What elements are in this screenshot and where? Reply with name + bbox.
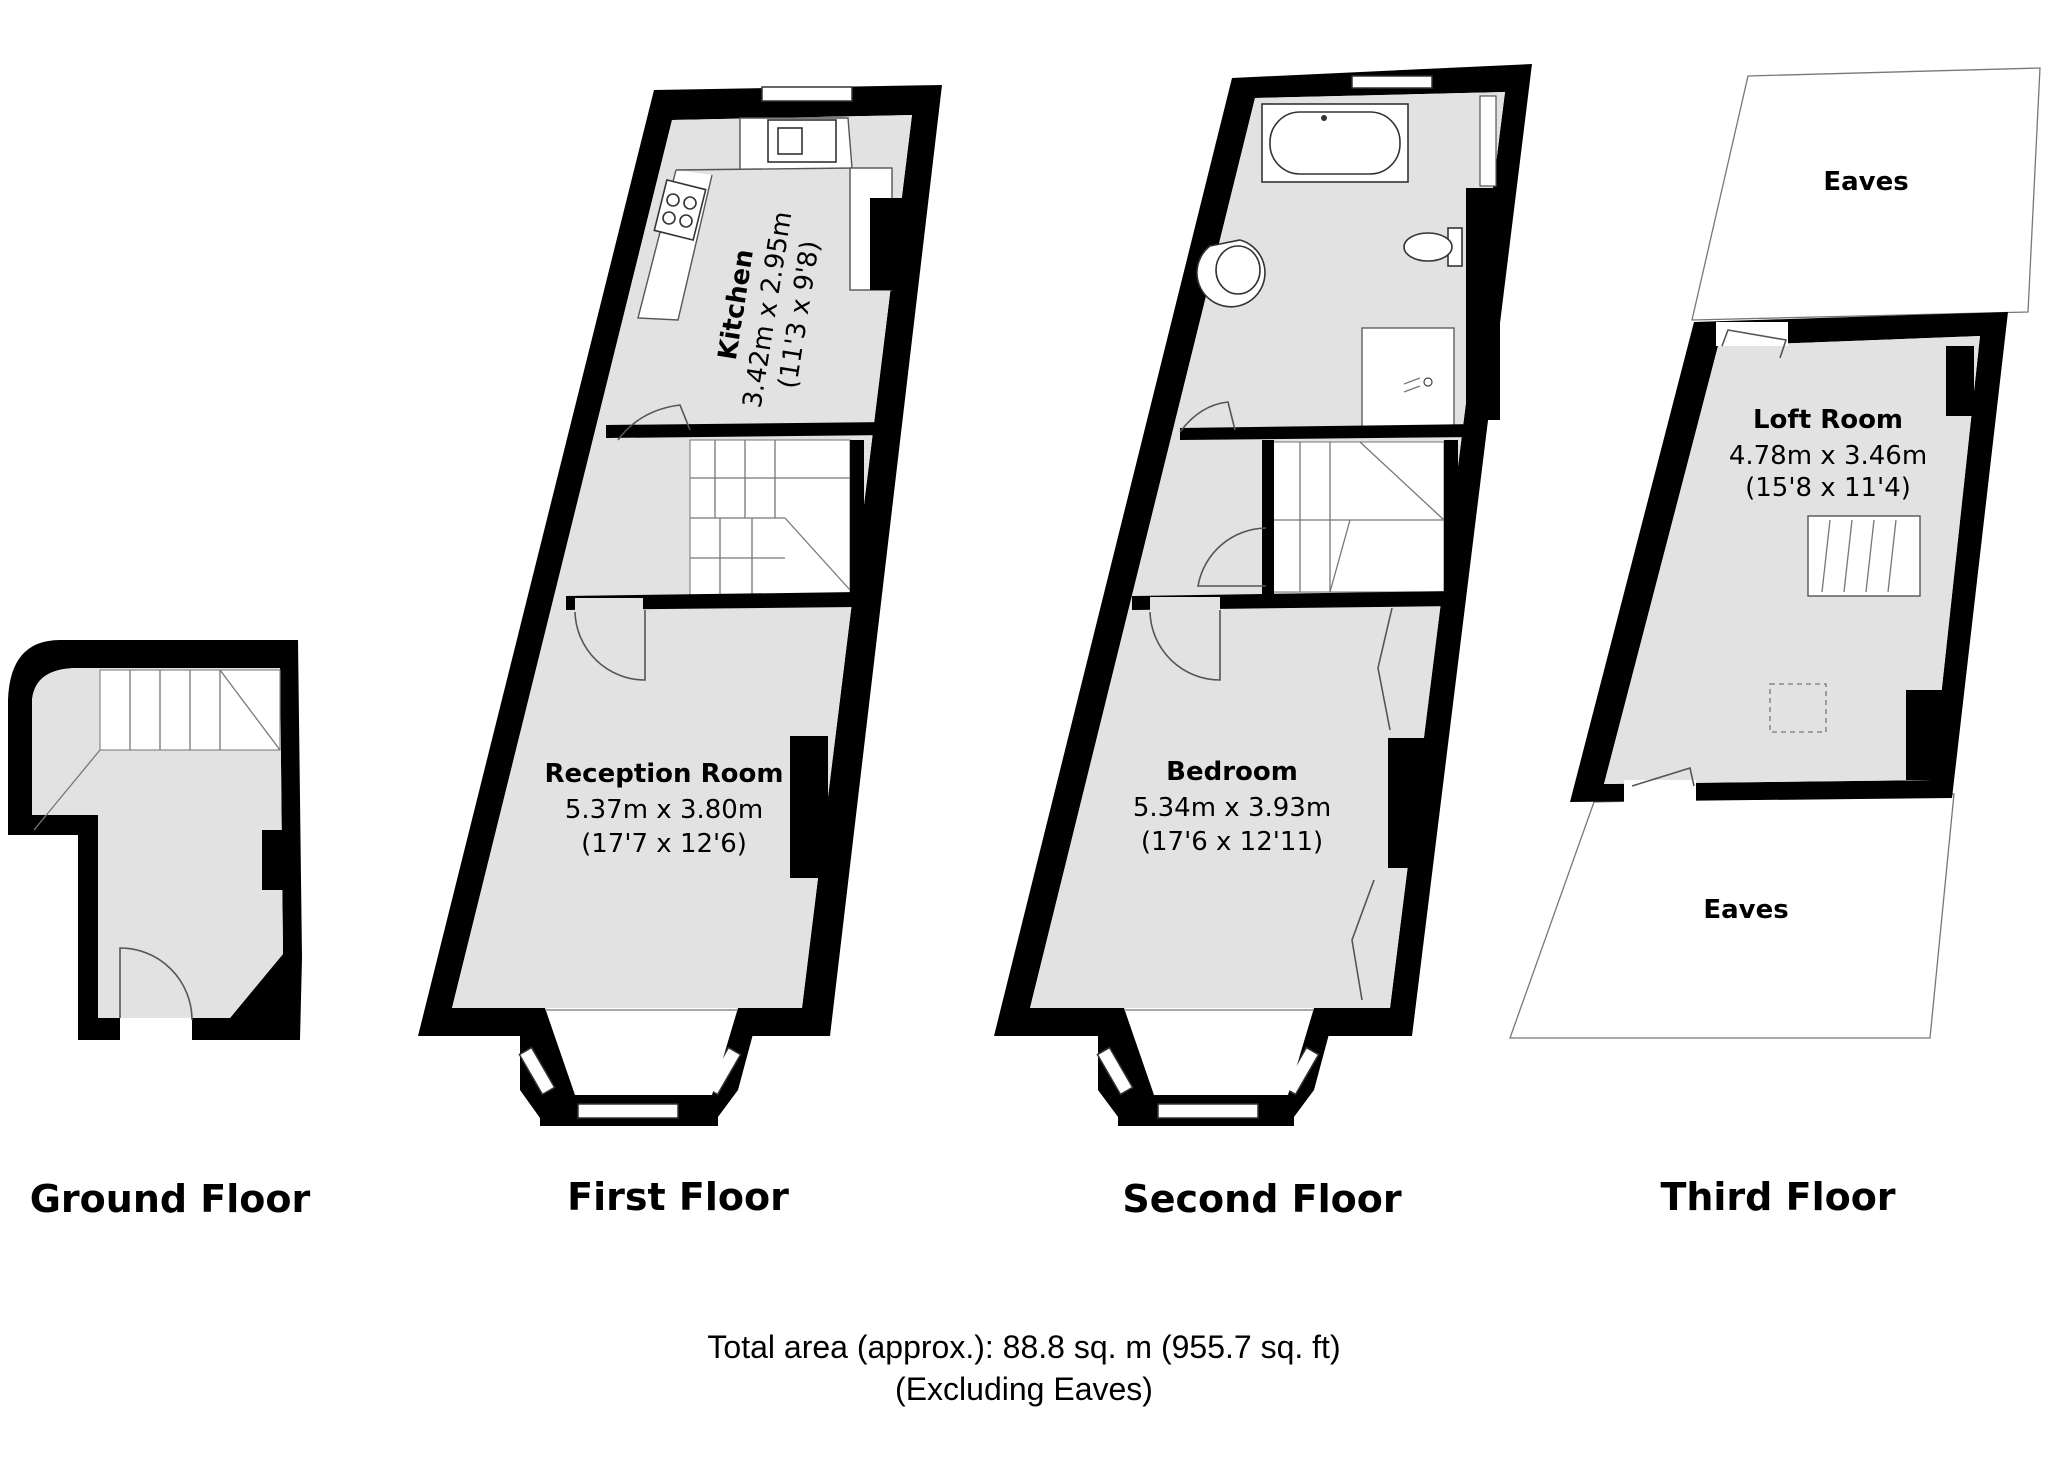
ground-floor-area <box>98 668 283 1018</box>
second-floor-bay-window <box>1096 1008 1336 1126</box>
loft-metric: 4.78m x 3.46m <box>1729 441 1927 471</box>
first-floor-plan <box>418 85 942 1126</box>
reception-imperial: (17'7 x 12'6) <box>581 829 747 859</box>
reception-name: Reception Room <box>545 759 784 789</box>
ground-floor-landing <box>32 668 110 815</box>
kitchen-door <box>617 404 691 441</box>
first-floor-bay-window <box>518 1008 760 1126</box>
eaves-bottom-label: Eaves <box>1703 895 1788 925</box>
loft-stairs <box>1807 515 1921 597</box>
bedroom-chimney <box>1388 738 1428 868</box>
bedroom-door <box>1149 597 1221 681</box>
ground-floor-stairs <box>33 669 281 831</box>
eaves-door-top <box>1716 322 1788 359</box>
loft-chimney-top <box>1946 346 1974 416</box>
bathroom-partition <box>1180 424 1478 440</box>
bathroom-window <box>1351 75 1433 89</box>
shower-icon <box>1361 327 1455 429</box>
eaves-top-outline <box>1691 67 2041 321</box>
second-floor-title: Second Floor <box>1122 1177 1401 1221</box>
first-floor-title: First Floor <box>567 1175 789 1219</box>
total-area: Total area (approx.): 88.8 sq. m (955.7 … <box>707 1329 1340 1365</box>
kitchen-counter <box>637 117 853 321</box>
kitchen-partition <box>606 422 892 438</box>
bathroom-door <box>1179 401 1236 433</box>
eaves-door-bottom <box>1624 766 1696 804</box>
skylight-icon <box>1769 683 1827 733</box>
bedroom-metric: 5.34m x 3.93m <box>1133 793 1331 823</box>
third-floor-plan <box>1509 67 2041 1039</box>
ground-floor-title: Ground Floor <box>30 1177 311 1221</box>
kitchen-chimney <box>870 198 902 290</box>
washbasin-icon <box>1196 239 1266 308</box>
loft-chimney-bottom <box>1906 690 1942 780</box>
kitchen-window <box>761 86 853 102</box>
ground-floor-walls <box>8 640 302 1040</box>
bath-icon <box>1261 103 1409 183</box>
eaves-top-label: Eaves <box>1823 167 1908 197</box>
bathroom-chimney <box>1466 188 1500 420</box>
ground-floor-plan <box>8 640 302 1040</box>
reception-door <box>574 598 646 681</box>
wardrobe-lower <box>1351 879 1375 1001</box>
loft-imperial: (15'8 x 11'4) <box>1745 473 1911 503</box>
reception-chimney <box>790 736 828 878</box>
second-floor-plan <box>994 64 1532 1126</box>
third-floor-walls <box>1570 312 2008 802</box>
first-floor-stairs <box>689 439 851 596</box>
third-floor-area <box>1604 336 1980 784</box>
ground-front-door <box>119 947 193 1040</box>
reception-metric: 5.37m x 3.80m <box>565 795 763 825</box>
bedroom-name: Bedroom <box>1166 757 1298 787</box>
area-note: (Excluding Eaves) <box>895 1371 1153 1407</box>
wardrobe-upper <box>1377 607 1393 731</box>
hob-icon <box>653 178 707 242</box>
sink-bowl-icon <box>777 127 803 155</box>
toilet-icon <box>1403 227 1463 267</box>
third-floor-title: Third Floor <box>1660 1175 1895 1219</box>
ground-chimney <box>262 830 284 890</box>
landing-door <box>1197 527 1267 587</box>
bedroom-imperial: (17'6 x 12'11) <box>1141 827 1323 857</box>
second-floor-stairs <box>1271 441 1445 593</box>
loft-name: Loft Room <box>1753 405 1903 435</box>
